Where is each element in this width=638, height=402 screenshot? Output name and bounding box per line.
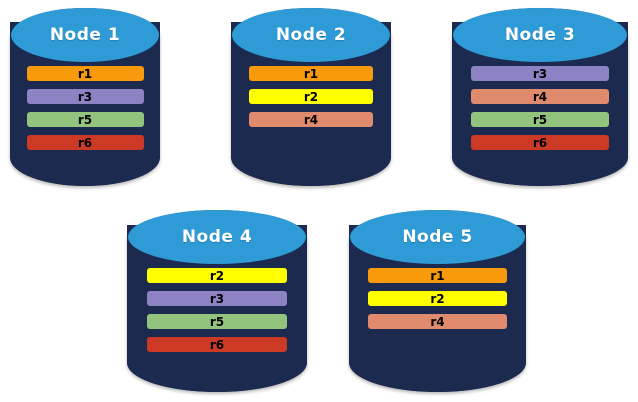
replica-bar-r2[interactable]: r2: [368, 291, 507, 306]
replica-label-r1: r1: [303, 66, 319, 81]
node-1-replica-stack: r1 r3 r5 r6: [10, 66, 160, 150]
node-1-cylinder-top: Node 1: [11, 8, 159, 62]
replica-label-r6: r6: [77, 135, 93, 150]
replica-bar-r6[interactable]: r6: [471, 135, 609, 150]
replica-label-r3: r3: [77, 89, 93, 104]
replica-label-r1: r1: [430, 268, 445, 283]
replica-bar-r2[interactable]: r2: [248, 89, 374, 104]
node-5[interactable]: Node 5 r1 r2 r4: [349, 210, 526, 392]
replica-label-r1: r1: [77, 66, 93, 81]
node-1-label: Node 1: [49, 25, 121, 45]
node-4-cylinder-top: Node 4: [128, 210, 306, 264]
replica-bar-r6[interactable]: r6: [26, 135, 144, 150]
replica-bar-r3[interactable]: r3: [146, 291, 288, 306]
replica-label-r5: r5: [532, 112, 548, 127]
replica-label-r3: r3: [532, 66, 548, 81]
replica-bar-r5[interactable]: r5: [146, 314, 288, 329]
replica-bar-r1[interactable]: r1: [26, 66, 144, 81]
node-2-cylinder-top: Node 2: [232, 8, 390, 62]
replica-label-r4: r4: [303, 112, 319, 127]
replica-bar-r4[interactable]: r4: [471, 89, 609, 104]
node-4-label: Node 4: [181, 227, 253, 247]
node-3-replica-stack: r3 r4 r5 r6: [452, 66, 628, 150]
replica-bar-r1[interactable]: r1: [368, 268, 507, 283]
replica-label-r4: r4: [532, 89, 548, 104]
node-3-label: Node 3: [504, 25, 576, 45]
replica-bar-r2[interactable]: r2: [146, 268, 288, 283]
replica-label-r2: r2: [303, 89, 319, 104]
replica-bar-r5[interactable]: r5: [26, 112, 144, 127]
node-5-replica-stack: r1 r2 r4: [349, 268, 526, 329]
node-2[interactable]: Node 2 r1 r2 r4: [231, 8, 391, 186]
replica-label-r6: r6: [209, 337, 225, 352]
node-3-cylinder-top: Node 3: [453, 8, 627, 62]
node-5-cylinder-top: Node 5: [350, 210, 525, 264]
node-3[interactable]: Node 3 r3 r4 r5 r6: [452, 8, 628, 186]
node-4-replica-stack: r2 r3 r5 r6: [127, 268, 307, 352]
replica-label-r5: r5: [209, 314, 225, 329]
replica-bar-r3[interactable]: r3: [26, 89, 144, 104]
replica-bar-r3[interactable]: r3: [471, 66, 609, 81]
replica-bar-r6[interactable]: r6: [146, 337, 288, 352]
node-5-label: Node 5: [402, 227, 473, 247]
replica-label-r4: r4: [430, 314, 445, 329]
node-2-label: Node 2: [275, 25, 347, 45]
node-1[interactable]: Node 1 r1 r3 r5 r6: [10, 8, 160, 186]
replica-label-r2: r2: [430, 291, 445, 306]
replica-bar-r5[interactable]: r5: [471, 112, 609, 127]
node-2-replica-stack: r1 r2 r4: [231, 66, 391, 127]
replica-bar-r4[interactable]: r4: [248, 112, 374, 127]
replica-bar-r1[interactable]: r1: [248, 66, 374, 81]
replica-bar-r4[interactable]: r4: [368, 314, 507, 329]
replica-label-r5: r5: [77, 112, 93, 127]
replica-label-r2: r2: [209, 268, 225, 283]
replica-label-r3: r3: [209, 291, 225, 306]
node-4[interactable]: Node 4 r2 r3 r5 r6: [127, 210, 307, 392]
replica-label-r6: r6: [532, 135, 548, 150]
